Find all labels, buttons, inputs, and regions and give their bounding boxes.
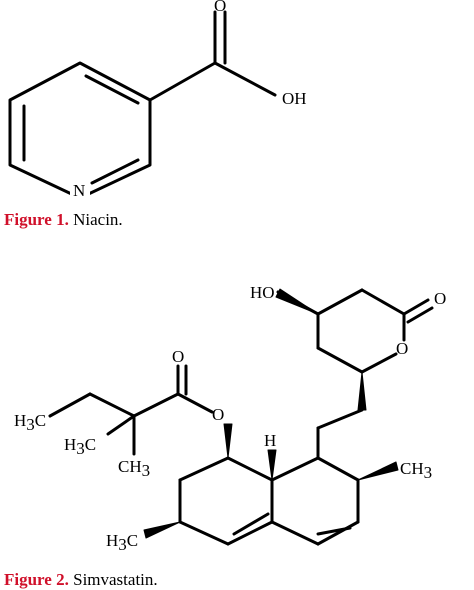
ring-bond	[178, 456, 230, 482]
atom-o-ring: O	[396, 339, 408, 358]
lactone-carbonyl	[402, 298, 430, 316]
atom-o-ester-link: O	[212, 405, 224, 424]
atom-h3c-mid: H3C	[64, 435, 96, 458]
lactone-bond	[316, 346, 364, 374]
ring-bond	[226, 520, 274, 546]
atom-h3c-top: H3C	[14, 411, 46, 434]
stereo-wedge	[275, 288, 319, 315]
pyridine-double-bond	[84, 74, 140, 105]
carboxyl-bond	[148, 61, 217, 102]
ring-double-bond	[232, 512, 270, 536]
ring-bond	[270, 520, 320, 546]
atom-o-lactone: O	[434, 289, 446, 308]
figure-1-title: Niacin.	[73, 210, 123, 229]
stereo-wedge	[267, 449, 277, 481]
lactone-bond	[360, 352, 398, 374]
stereo-wedge	[357, 371, 367, 411]
ester-bond	[176, 392, 214, 414]
ester-bond	[88, 392, 136, 418]
stereo-wedge	[143, 521, 181, 539]
atom-o: O	[214, 0, 226, 15]
atom-h3c-bottom: H3C	[106, 531, 138, 554]
atom-ch3-sub: CH3	[118, 457, 150, 480]
ester-bond	[48, 392, 92, 418]
atom-h: H	[264, 431, 276, 450]
ring-bond	[270, 456, 320, 482]
stereo-wedge	[223, 423, 233, 459]
atom-ch3-right: CH3	[400, 459, 432, 482]
ester-bond	[132, 392, 180, 418]
atom-n: N	[73, 181, 85, 200]
ring-double-bond	[316, 526, 352, 536]
ring-bond	[316, 520, 360, 546]
ring-bond	[316, 456, 360, 482]
figure-1-label: Figure 1.	[4, 210, 69, 229]
lactone-bond	[316, 288, 364, 316]
atom-ho: HO	[250, 283, 275, 302]
ring-bond	[178, 520, 230, 546]
atom-oh: OH	[282, 89, 307, 108]
lactone-bond	[360, 288, 406, 316]
hydroxyl-bond	[213, 61, 277, 97]
figure-1-caption: Figure 1. Niacin.	[4, 210, 123, 230]
ring-bond	[226, 456, 274, 482]
niacin-structure: N O OH	[8, 0, 307, 200]
ester-bond	[106, 414, 136, 436]
pyridine-double-bond	[90, 158, 140, 185]
pyridine-ring	[8, 61, 152, 200]
chain-bond	[316, 408, 364, 430]
figure-2-title: Simvastatin.	[73, 570, 158, 589]
atom-o-ester: O	[172, 347, 184, 366]
stereo-wedge	[357, 461, 399, 481]
figure-2-label: Figure 2.	[4, 570, 69, 589]
figure-2-caption: Figure 2. Simvastatin.	[4, 570, 158, 590]
lactone-carbonyl	[406, 306, 434, 324]
simvastatin-structure: HO O O O O H H3C H3C CH3 CH3 H3C	[14, 283, 446, 554]
